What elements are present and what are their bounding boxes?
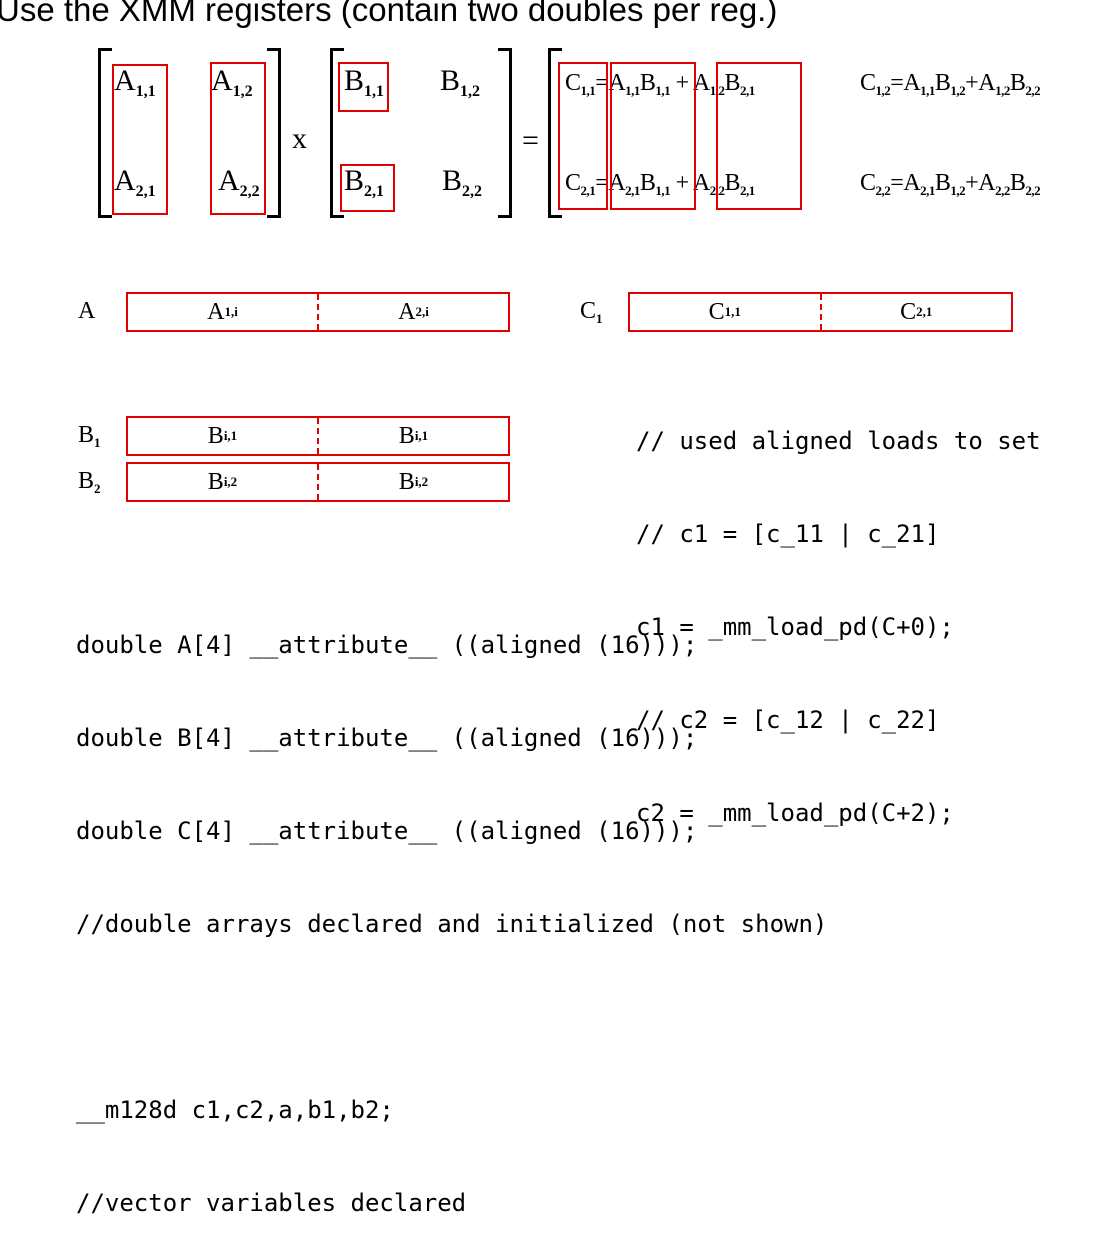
result-c-column-highlight <box>558 62 608 210</box>
register-b1-label: B1 <box>78 422 101 450</box>
code-line: //double arrays declared and initialized… <box>76 910 828 938</box>
code-line: __m128d c1,c2,a,b1,b2; <box>76 1096 394 1124</box>
result-c22-equation: C2,2=A2,1B1,2+A2,2B2,2 <box>860 170 1041 198</box>
code-line: // c2 = [c_12 | c_22] <box>636 706 940 734</box>
matrix-a-left-bracket <box>98 48 112 218</box>
matrix-b-element: B2,1 <box>344 164 385 200</box>
matrix-b-element: B1,1 <box>344 64 385 100</box>
matrix-b-element: B2,2 <box>442 164 483 200</box>
code-line: double B[4] __attribute__ ((aligned (16)… <box>76 724 698 752</box>
matrix-b-element-b21-highlight <box>340 164 395 212</box>
result-c12-equation: C1,2=A1,1B1,2+A1,2B2,2 <box>860 70 1041 98</box>
code-line: //vector variables declared <box>76 1189 467 1217</box>
slide-title: Use the XMM registers (contain two doubl… <box>0 0 778 28</box>
matrix-b-left-bracket <box>330 48 344 218</box>
code-line: double C[4] __attribute__ ((aligned (16)… <box>76 817 698 845</box>
matrix-a-column-2-highlight <box>210 62 266 215</box>
register-a-label: A <box>78 298 96 324</box>
result-c21-equation: C2,1=A2,1B1,1 + A2,2B2,1 <box>565 170 755 198</box>
times-operator: x <box>292 122 307 155</box>
result-first-term-highlight <box>610 62 696 210</box>
matrix-a-element: A2,2 <box>218 164 260 200</box>
matrix-b-right-bracket <box>498 48 512 218</box>
code-line: // c1 = [c_11 | c_21] <box>636 520 940 548</box>
matrix-b-element-b11-highlight <box>338 62 389 112</box>
result-c11-equation: C1,1=A1,1B1,1 + A1,2B2,1 <box>565 70 755 98</box>
matrix-a-element: A1,1 <box>114 64 156 100</box>
code-line: // used aligned loads to set <box>636 427 1041 455</box>
code-line: double A[4] __attribute__ ((aligned (16)… <box>76 631 698 659</box>
matrix-a-right-bracket <box>267 48 281 218</box>
matrix-b-element: B1,2 <box>440 64 481 100</box>
code-block-declarations: double A[4] __attribute__ ((aligned (16)… <box>76 568 827 1250</box>
matrix-a-element: A2,1 <box>114 164 156 200</box>
equals-operator: = <box>522 124 539 157</box>
matrix-a-element: A1,2 <box>211 64 253 100</box>
matrix-a-column-1-highlight <box>112 64 168 215</box>
result-left-bracket <box>548 48 562 218</box>
register-b2-label: B2 <box>78 468 101 496</box>
code-line <box>76 1002 827 1033</box>
result-second-term-highlight <box>716 62 802 210</box>
register-c1-label: C1 <box>580 298 603 326</box>
code-line: c1 = _mm_load_pd(C+0); <box>636 613 954 641</box>
